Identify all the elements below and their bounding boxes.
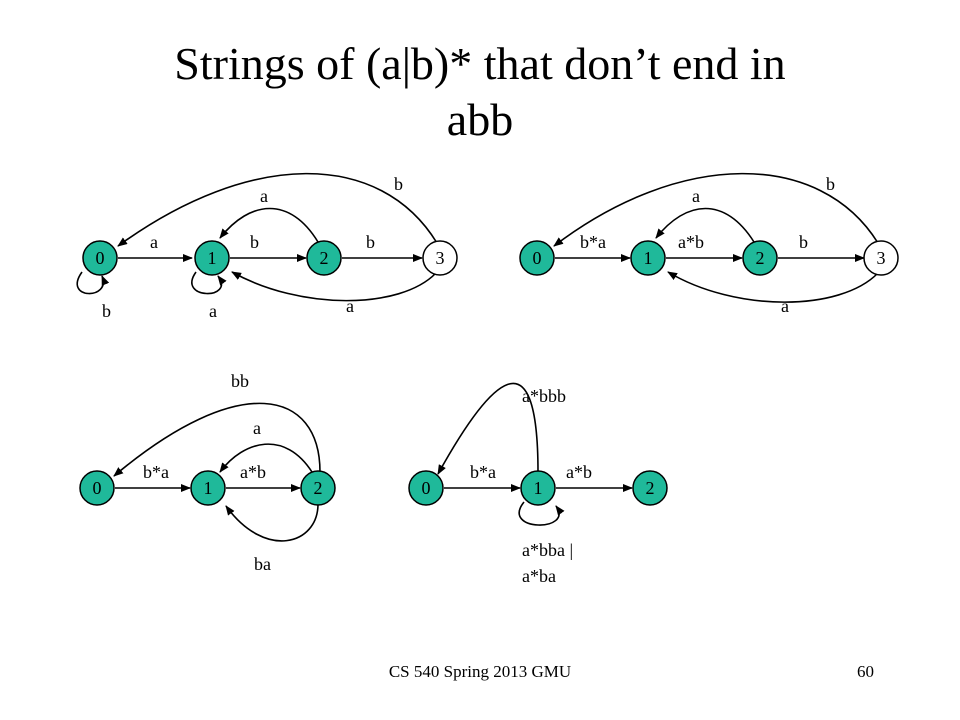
edge-2-0-label: bb: [231, 371, 249, 391]
state-3: [422, 240, 458, 276]
state-1: [520, 470, 556, 506]
state-1-label: 1: [644, 248, 653, 268]
edge-0-1-label: b*a: [470, 462, 496, 482]
edge-1-2-label: a*b: [566, 462, 592, 482]
state-2-label: 2: [314, 478, 323, 498]
loop-0: [76, 271, 110, 295]
edge-3-1-label: a: [781, 296, 789, 316]
edge-2-1-label: a: [692, 186, 700, 206]
edge-2-1: [655, 207, 755, 243]
state-2: [306, 240, 342, 276]
state-2-label: 2: [646, 478, 655, 498]
footer-course: CS 540 Spring 2013 GMU: [388, 662, 572, 681]
state-0: [408, 470, 444, 506]
edge-3-1: [667, 271, 879, 303]
edge-2-3-label: b: [366, 232, 375, 252]
slide-title: Strings of (a|b)* that don’t end in abb: [0, 36, 960, 148]
state-2-label: 2: [320, 248, 329, 268]
edge-3-1: [231, 271, 437, 302]
state-0: [79, 470, 115, 506]
edge-1-0: [437, 382, 539, 475]
state-0-label: 0: [533, 248, 542, 268]
edge-0-1-label: a: [150, 232, 158, 252]
loop-1-label: a: [209, 301, 217, 321]
state-1: [194, 240, 230, 276]
loop-1-label-line-1: a*bba |: [522, 540, 573, 560]
edge-0-1-label: b*a: [580, 232, 606, 252]
state-3: [863, 240, 899, 276]
edge-2-1-top-label: a: [253, 418, 261, 438]
loop-0-label: b: [102, 301, 111, 321]
state-2: [742, 240, 778, 276]
state-0-label: 0: [96, 248, 105, 268]
state-1: [630, 240, 666, 276]
title-line-1: Strings of (a|b)* that don’t end in: [174, 38, 786, 89]
edge-3-0: [117, 172, 438, 247]
state-2: [300, 470, 336, 506]
edge-1-2-label: b: [250, 232, 259, 252]
state-1: [190, 470, 226, 506]
edge-1-2-label: a*b: [678, 232, 704, 252]
state-1-label: 1: [208, 248, 217, 268]
state-3-label: 3: [436, 248, 445, 268]
loop-1: [191, 271, 227, 295]
page-number: 60: [857, 662, 874, 681]
edge-3-1-label: a: [346, 296, 354, 316]
state-0-label: 0: [93, 478, 102, 498]
edge-3-0-label: b: [826, 174, 835, 194]
edge-2-1-bottom-label: ba: [254, 554, 271, 574]
edge-2-1-top: [219, 443, 313, 473]
edge-2-1: [219, 207, 319, 243]
state-2: [632, 470, 668, 506]
edge-2-0: [113, 402, 321, 477]
loop-1: [518, 501, 565, 526]
state-0: [519, 240, 555, 276]
diagram-2: 0 1 2 3 b*a a*b b b a a: [519, 172, 899, 316]
state-1-label: 1: [534, 478, 543, 498]
state-1-label: 1: [204, 478, 213, 498]
state-2-label: 2: [756, 248, 765, 268]
edge-1-0-label: a*bbb: [522, 386, 566, 406]
diagram-3: 0 1 2 b*a a*b bb a ba: [79, 371, 336, 574]
title-line-2: abb: [446, 94, 514, 145]
edge-1-2-label: a*b: [240, 462, 266, 482]
edge-2-1-label: a: [260, 186, 268, 206]
state-3-label: 3: [877, 248, 886, 268]
state-0: [82, 240, 118, 276]
diagram-1: 0 1 2 3 a b b b a a b a: [76, 172, 458, 321]
diagram-4: 0 1 2 b*a a*b a*bbb a*bba | a*ba: [408, 382, 668, 586]
edge-0-1-label: b*a: [143, 462, 169, 482]
edge-3-0: [553, 172, 879, 247]
state-0-label: 0: [422, 478, 431, 498]
edge-2-3-label: b: [799, 232, 808, 252]
edge-3-0-label: b: [394, 174, 403, 194]
loop-1-label-line-2: a*ba: [522, 566, 556, 586]
edge-2-1-bottom: [225, 503, 319, 542]
